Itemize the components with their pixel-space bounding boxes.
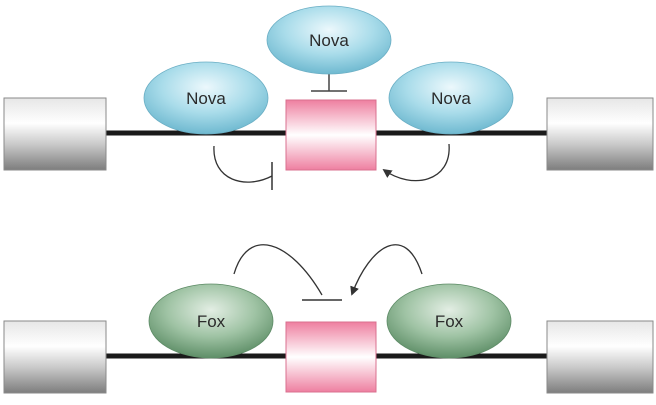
nova-label-top: Nova <box>309 31 349 50</box>
fox-protein-left <box>148 283 274 359</box>
top-panel-nova: Nova Nova Nova <box>3 5 654 190</box>
top-left-flank-exon <box>3 97 107 171</box>
bottom-right-activation-arrow <box>350 244 423 296</box>
fox-label-right: Fox <box>435 312 464 331</box>
bottom-left-flank-exon <box>3 320 107 394</box>
top-alternative-exon <box>285 99 377 171</box>
nova-label-left: Nova <box>186 89 226 108</box>
fox-protein-right <box>386 283 512 359</box>
nova-protein-right <box>388 61 514 135</box>
bottom-panel-fox: Fox Fox <box>3 244 654 394</box>
bottom-left-inhibition-curve <box>233 244 323 296</box>
top-right-flank-exon <box>546 97 654 171</box>
bottom-alternative-exon <box>285 321 377 393</box>
nova-protein-top <box>266 5 392 75</box>
top-left-inhibition-curve <box>213 145 273 183</box>
nova-protein-left <box>143 61 269 135</box>
nova-label-right: Nova <box>431 89 471 108</box>
bottom-right-flank-exon <box>546 320 654 394</box>
top-right-activation-arrow <box>382 143 450 182</box>
fox-label-left: Fox <box>197 312 226 331</box>
